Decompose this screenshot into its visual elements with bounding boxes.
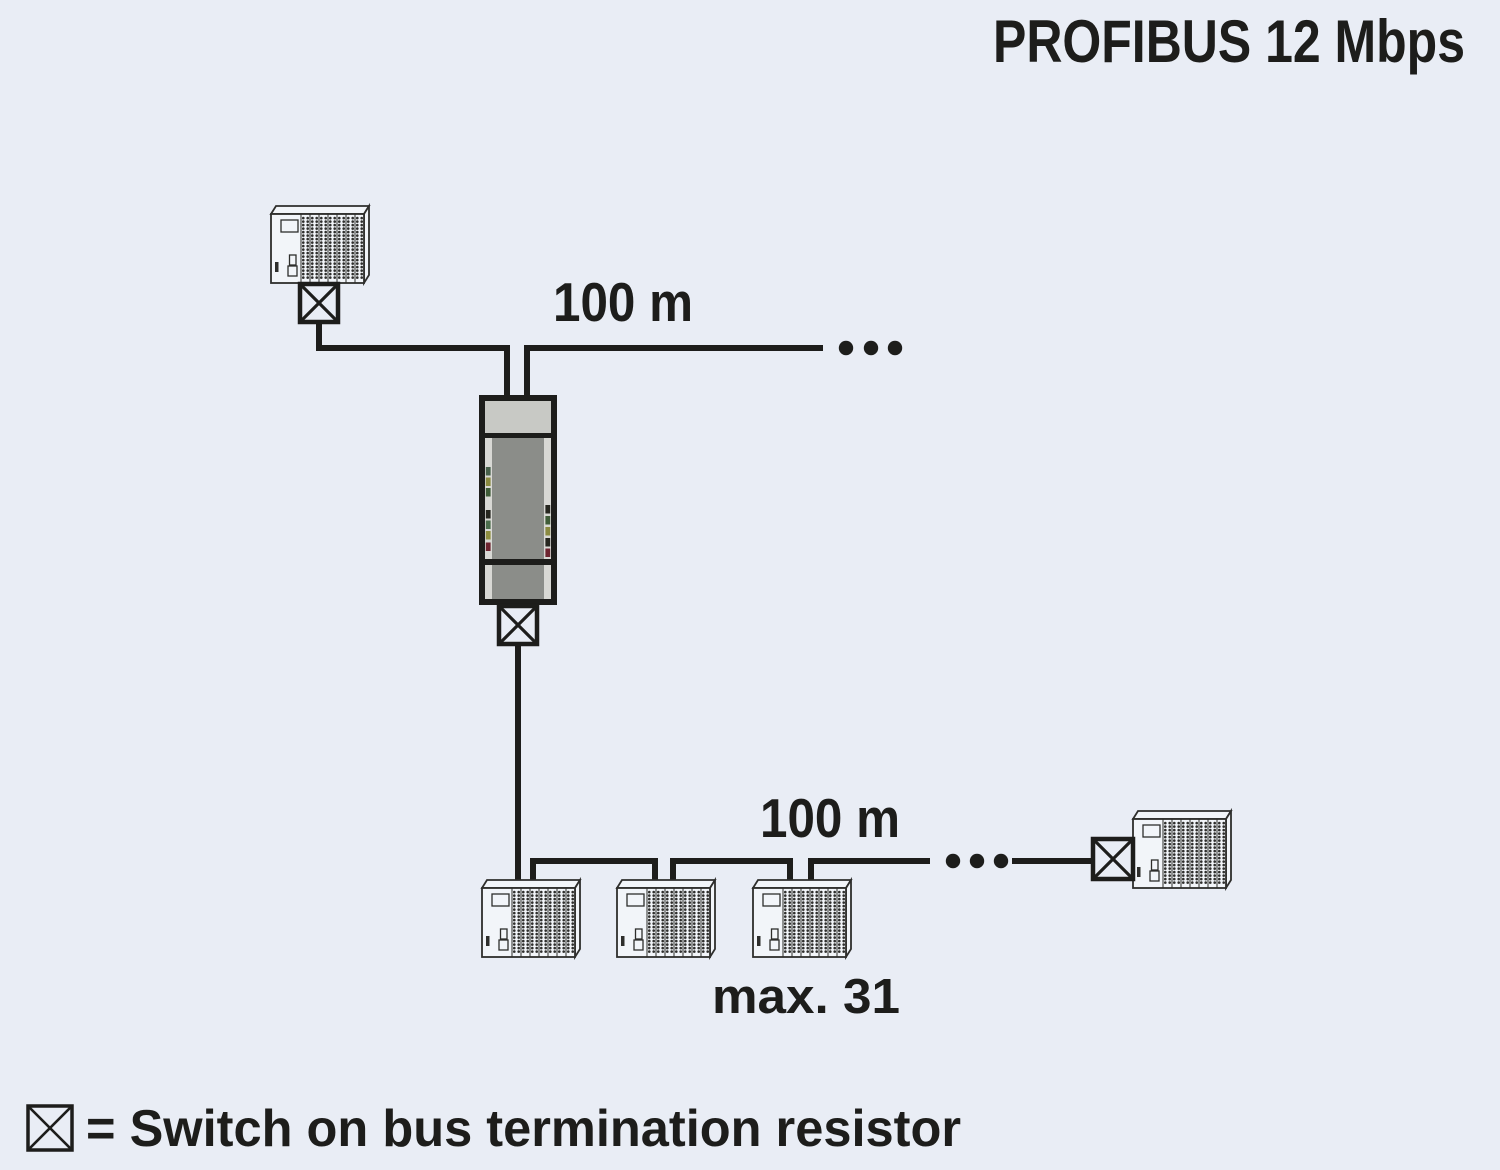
repeater-led: [485, 531, 491, 540]
termination-resistor-repeater: [496, 603, 540, 647]
repeater-led: [485, 542, 491, 551]
plc-slave-station-3: [751, 878, 853, 959]
bus-wire-repeater-to-right: [524, 345, 823, 403]
repeater-led: [485, 467, 491, 476]
bus-wire-slave1-slave2: [530, 858, 658, 892]
repeater-led: [485, 488, 491, 497]
repeater-leds-right: [545, 505, 551, 557]
bus-wire-master-to-repeater: [316, 298, 510, 403]
repeater-leds-left: [485, 467, 491, 551]
repeater-device: [479, 395, 557, 605]
termination-resistor-master: [297, 281, 341, 325]
repeater-led: [545, 548, 551, 557]
repeater-led: [545, 527, 551, 536]
legend-text: = Switch on bus termination resistor: [86, 1100, 961, 1158]
repeater-led: [485, 520, 491, 529]
plc-slave-station-2: [615, 878, 717, 959]
ellipsis-top: [838, 340, 903, 356]
plc-master-station: [269, 204, 371, 285]
repeater-led: [485, 477, 491, 486]
plc-slave-station-1: [480, 878, 582, 959]
plc-remote-station: [1131, 809, 1233, 890]
segment-length-label-bottom: 100 m: [760, 787, 900, 849]
repeater-led: [485, 510, 491, 519]
ellipsis-bottom: [945, 853, 1009, 869]
repeater-led: [545, 505, 551, 514]
segment-length-label-top: 100 m: [553, 271, 693, 333]
legend: = Switch on bus termination resistor: [26, 1100, 961, 1158]
max-devices-label: max. 31: [712, 970, 900, 1024]
termination-resistor-remote: [1090, 836, 1136, 882]
repeater-led: [545, 516, 551, 525]
diagram-title: PROFIBUS 12 Mbps: [993, 8, 1465, 75]
bus-termination-resistor-icon: [26, 1104, 74, 1152]
repeater-led: [545, 538, 551, 547]
bus-wire-slave2-slave3: [670, 858, 793, 892]
